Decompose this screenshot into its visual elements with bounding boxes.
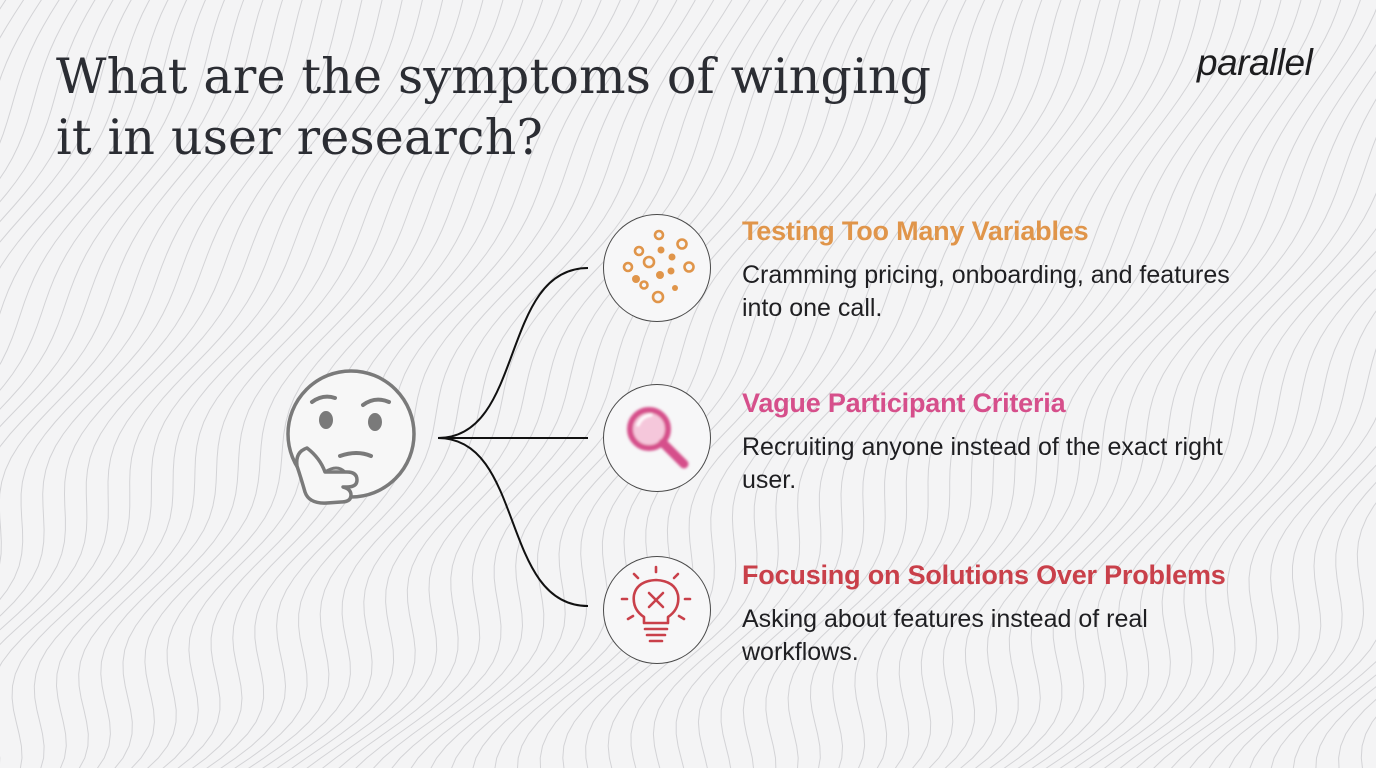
background-wave-line [55, 0, 444, 768]
brand-logo: parallel [1197, 42, 1313, 83]
lightbulb-x-icon [620, 565, 692, 643]
background-wave-line [0, 0, 114, 223]
background-wave-line [0, 0, 264, 448]
background-wave-line [0, 0, 284, 565]
background-wave-line [306, 0, 751, 768]
background-wave-line [248, 0, 678, 768]
background-wave-line [430, 0, 876, 768]
background-wave-line [912, 0, 1302, 768]
background-wave-line [1059, 228, 1376, 768]
background-wave-line [894, 0, 1282, 768]
background-wave-line [1228, 502, 1376, 768]
item-title-variables: Testing Too Many Variables [742, 216, 1089, 246]
item-desc-variables: Cramming pricing, onboarding, and featur… [742, 261, 1230, 322]
background-wave-line [720, 0, 1121, 768]
background-wave-line [0, 0, 151, 269]
item-desc-solutions: Asking about features instead of real wo… [742, 605, 1148, 666]
background-wave-line [96, 0, 484, 768]
background-wave-line [0, 0, 323, 617]
background-wave-line [1045, 192, 1376, 768]
background-wave-line [854, 0, 1242, 768]
background-wave-line [78, 0, 464, 768]
background-wave-line [974, 8, 1376, 768]
background-wave-line [338, 0, 787, 768]
background-wave-line [0, 0, 383, 765]
background-wave-line [1088, 269, 1376, 768]
background-wave-line [234, 0, 659, 768]
background-wave-line [1017, 98, 1376, 768]
background-wave-line [220, 0, 640, 768]
background-wave-line [451, 0, 894, 768]
item-desc-criteria: Recruiting anyone instead of the exact r… [742, 433, 1223, 494]
background-wave-line [1119, 310, 1376, 768]
background-wave-line [114, 0, 504, 768]
background-wave-line [291, 0, 733, 768]
scattered-dots-icon [622, 229, 695, 304]
background-wave-line [0, 0, 78, 180]
background-wave-line [0, 0, 343, 631]
background-wave-line [0, 0, 132, 243]
background-wave-line [928, 0, 1322, 768]
background-wave-line [876, 0, 1262, 768]
background-wave-line [1074, 250, 1376, 768]
background-wave-line [1189, 464, 1376, 768]
item-title-criteria: Vague Participant Criteria [742, 388, 1066, 418]
background-wave-line [944, 0, 1342, 768]
criteria-icon-circle [603, 384, 711, 492]
background-wave-line [1136, 348, 1376, 768]
background-wave-line [355, 0, 805, 768]
background-wave-line [809, 0, 1201, 768]
background-wave-line [130, 0, 524, 768]
background-wave-line [1153, 416, 1376, 768]
background-wave-line [1208, 481, 1376, 768]
magnifier-icon [627, 407, 689, 469]
background-wave-line [410, 0, 858, 768]
background-wave-line [742, 0, 1141, 768]
background-wave-line [1003, 70, 1376, 768]
background-wave-line [0, 0, 363, 646]
background-wave-line [147, 0, 544, 768]
background-wave-line [0, 0, 96, 203]
page-title: What are the symptoms of winging it in u… [56, 48, 932, 166]
background-wave-line [832, 0, 1222, 768]
background-wave-line [0, 0, 245, 428]
background-wave-line [11, 0, 403, 768]
background-wave-line [1031, 136, 1376, 768]
background-wave-line [1103, 288, 1376, 768]
solutions-icon-circle [603, 556, 711, 664]
background-wave-line [1170, 445, 1376, 768]
item-title-solutions: Focusing on Solutions Over Problems [742, 560, 1226, 590]
background-wave-line [0, 0, 303, 601]
background-wave-line [0, 0, 169, 315]
background-wave-line [652, 0, 1062, 768]
background-wave-line [0, 0, 226, 410]
background-wave-line [989, 43, 1376, 768]
variables-icon-circle [603, 214, 711, 322]
background-wave-line [765, 0, 1161, 768]
background-wave-line [0, 0, 207, 391]
connector-bottom [437, 437, 589, 607]
background-wave-line [960, 0, 1361, 768]
background-wave-line [630, 0, 1043, 768]
background-wave-line [787, 0, 1181, 768]
background-wave-line [472, 0, 912, 768]
background-wave-line [262, 0, 696, 768]
background-wave-line [322, 0, 769, 768]
background-wave-line [0, 0, 188, 366]
background-wave-line [675, 0, 1082, 768]
background-wave-line [33, 0, 423, 768]
thinking-face-icon [286, 369, 416, 505]
background-wave-line [276, 0, 715, 768]
background-wave-line [391, 0, 840, 768]
background-wave-line [697, 0, 1101, 768]
connector-top [437, 267, 589, 439]
background-wave-line [0, 0, 60, 144]
background-wave-line [372, 0, 822, 768]
